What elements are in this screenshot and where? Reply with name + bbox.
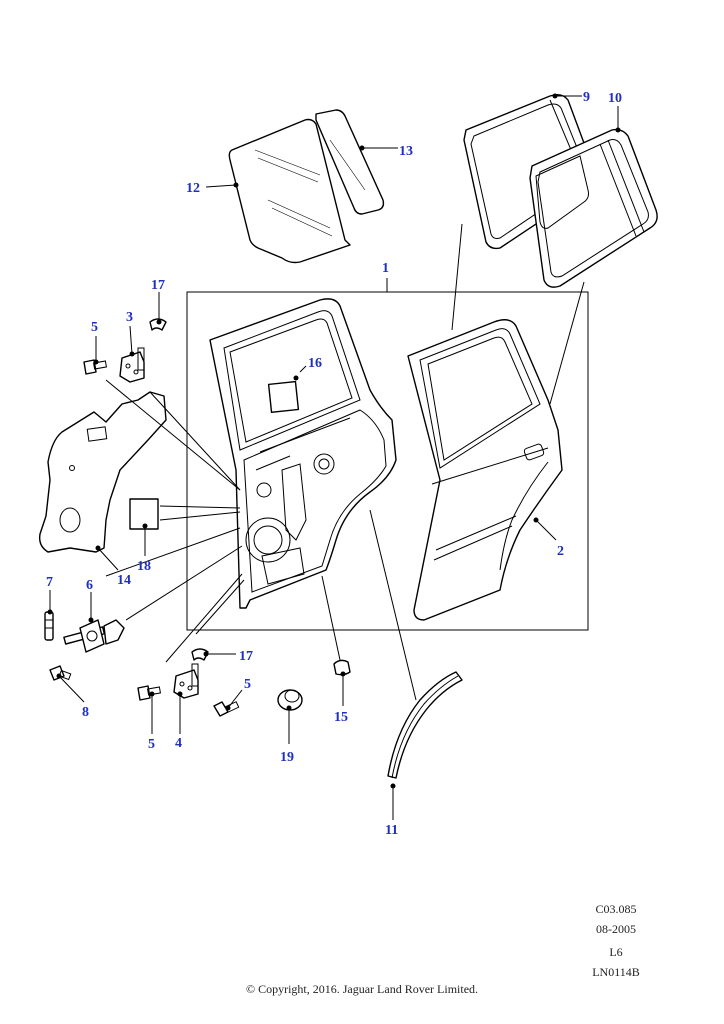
callout-17-lower: 17 — [239, 649, 253, 664]
part-15-bump-stop — [333, 659, 351, 676]
callout-4: 4 — [175, 736, 182, 751]
part-2-door-outer-panel — [407, 319, 563, 621]
part-7-screw — [44, 611, 54, 641]
part-16-label — [267, 380, 300, 413]
callout-6: 6 — [86, 578, 93, 593]
callout-13: 13 — [399, 144, 413, 159]
part-6-check-strap — [63, 619, 125, 653]
callout-7: 7 — [46, 575, 53, 590]
part-11-arch-moulding — [387, 671, 463, 779]
part-17-clip-lower — [191, 648, 209, 661]
callout-17-upper: 17 — [151, 278, 165, 293]
callout-11: 11 — [385, 823, 398, 838]
callout-5-upper: 5 — [91, 320, 98, 335]
callout-leaders — [47, 93, 621, 820]
callout-16: 16 — [308, 356, 322, 371]
callout-5-lower-right: 5 — [244, 677, 251, 692]
callout-19: 19 — [280, 750, 294, 765]
reference-level: L6 — [609, 945, 623, 959]
leader-lines — [105, 223, 585, 701]
callout-2: 2 — [557, 544, 564, 559]
part-17-clip-upper — [149, 318, 167, 331]
reference-code: C03.085 — [595, 902, 637, 916]
callout-15: 15 — [334, 710, 348, 725]
callout-8: 8 — [82, 705, 89, 720]
reference-date: 08-2005 — [596, 922, 636, 936]
callout-3: 3 — [126, 310, 133, 325]
part-10-quarter-seal — [529, 128, 658, 288]
part-4-lower-hinge — [173, 663, 199, 699]
part-1-door-shell — [209, 298, 397, 609]
part-13-quarter-glass — [315, 109, 385, 215]
callout-14: 14 — [117, 573, 131, 588]
part-12-door-glass — [228, 118, 351, 264]
callout-10: 10 — [608, 91, 622, 106]
part-14-membrane — [38, 391, 167, 553]
callout-9: 9 — [583, 90, 590, 105]
part-5-bolt-lower-left — [137, 685, 162, 701]
callout-5-lower-left: 5 — [148, 737, 155, 752]
part-3-upper-hinge — [119, 347, 145, 383]
callout-1: 1 — [382, 261, 389, 276]
copyright-notice: © Copyright, 2016. Jaguar Land Rover Lim… — [245, 982, 479, 996]
part-5-bolt-upper — [83, 359, 108, 375]
callout-12: 12 — [186, 181, 200, 196]
reference-id: LN0114B — [592, 965, 640, 979]
callout-18: 18 — [137, 559, 151, 574]
